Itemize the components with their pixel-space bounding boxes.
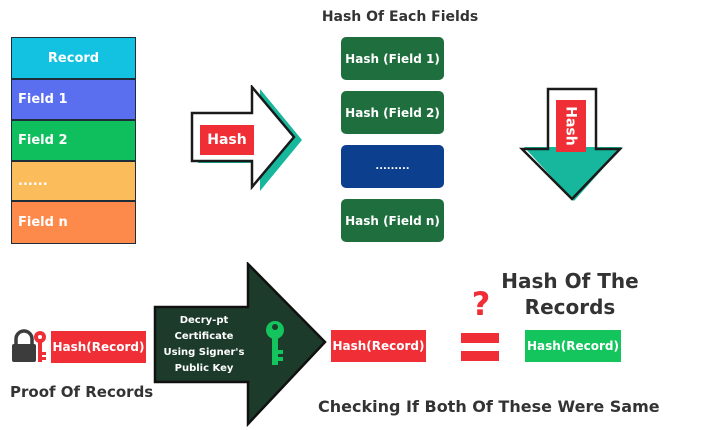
equals-sign — [461, 333, 499, 361]
record-field-n: Field n — [11, 201, 136, 244]
hash-field-1: Hash (Field 1) — [341, 37, 444, 80]
decrypted-hash-record: Hash(Record) — [331, 330, 426, 362]
hash-field-n: Hash (Field n) — [341, 199, 444, 242]
checking-label: Checking If Both Of These Were Same — [318, 397, 660, 416]
hash-arrow-label: Hash — [200, 125, 254, 155]
lock-key-icon — [12, 329, 46, 362]
hash-field-ellipsis: ......... — [341, 145, 444, 188]
stored-hash-record: Hash(Record) — [51, 331, 146, 363]
fields-title: Hash Of Each Fields — [321, 9, 479, 25]
question-mark: ? — [471, 285, 491, 323]
key-icon — [266, 321, 284, 365]
record-header: Record — [11, 37, 136, 79]
hash-field-2: Hash (Field 2) — [341, 91, 444, 134]
computed-hash-title: Hash Of The Records — [501, 269, 639, 319]
decrypt-arrow — [153, 262, 327, 427]
decrypt-certificate-label: Decry-pt Certificate Using Signer's Publ… — [163, 315, 245, 374]
down-arrow-label: Hash — [556, 100, 586, 152]
computed-hash-record: Hash(Record) — [525, 330, 621, 362]
record-field-2: Field 2 — [11, 120, 136, 161]
record-field-1: Field 1 — [11, 79, 136, 120]
proof-of-records-label: Proof Of Records — [10, 383, 154, 401]
hash-down-arrow — [518, 87, 623, 201]
record-field-ellipsis: ...... — [11, 161, 136, 201]
